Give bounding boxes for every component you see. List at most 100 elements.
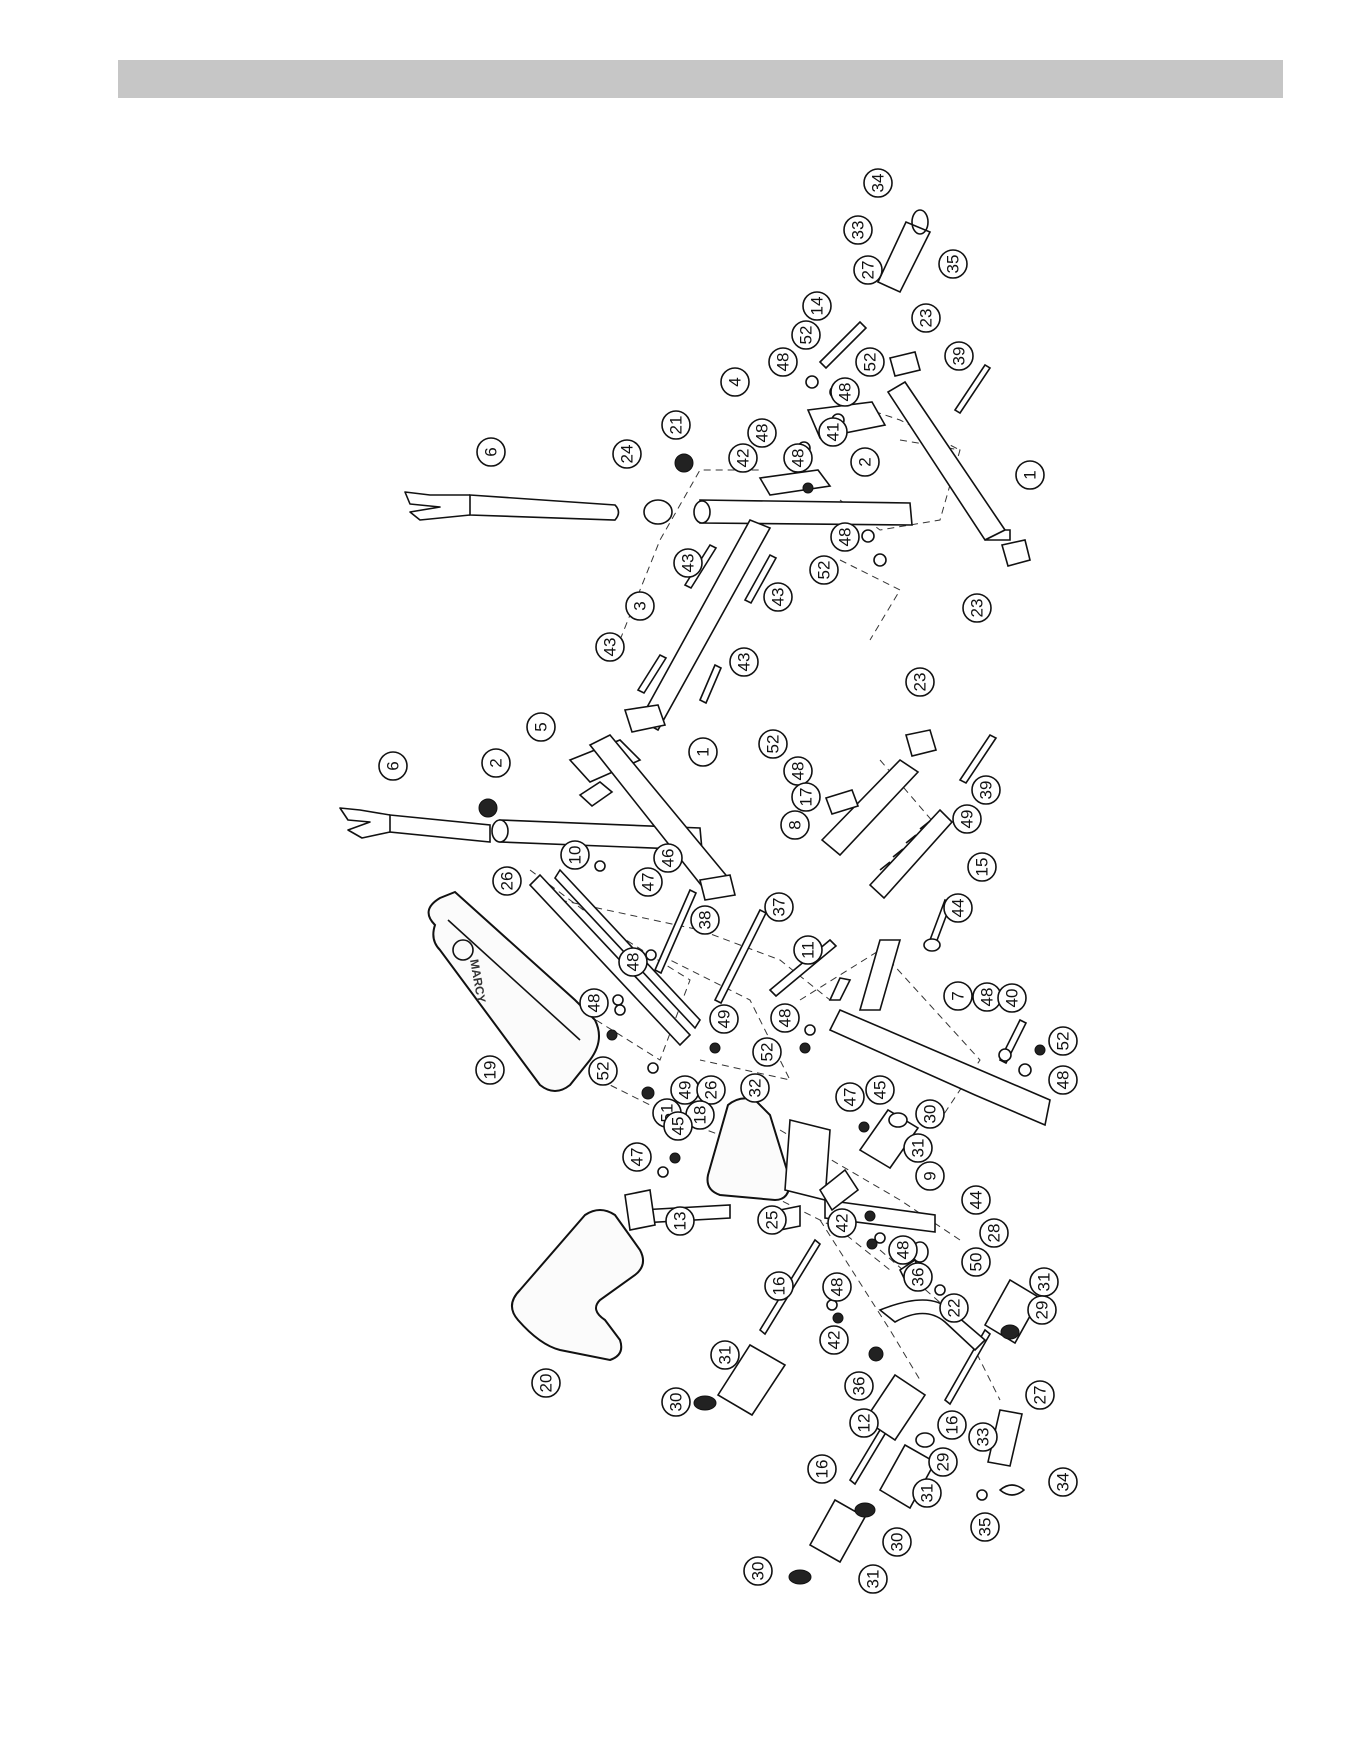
- callout-part-52: 52: [758, 729, 788, 759]
- callout-circle: [728, 443, 758, 473]
- callout-part-21: 21: [661, 410, 691, 440]
- callout-circle: [971, 775, 1001, 805]
- callout-part-30: 30: [743, 1556, 773, 1586]
- callout-part-31: 31: [912, 1478, 942, 1508]
- callout-label: 48: [753, 424, 772, 443]
- callout-part-29: 29: [928, 1447, 958, 1477]
- callout-part-29: 29: [1027, 1295, 1057, 1325]
- callout-part-46: 46: [653, 843, 683, 873]
- callout-part-41: 41: [818, 417, 848, 447]
- callout-part-48: 48: [972, 982, 1002, 1012]
- callout-part-43: 43: [595, 632, 625, 662]
- callout-circle: [492, 866, 522, 896]
- callout-circle: [770, 1003, 800, 1033]
- callout-circle: [911, 303, 941, 333]
- callout-circle: [729, 647, 759, 677]
- callout-part-48: 48: [747, 418, 777, 448]
- callout-part-45: 45: [663, 1111, 693, 1141]
- callout-label: 24: [618, 445, 637, 464]
- callout-part-31: 31: [858, 1564, 888, 1594]
- callout-part-39: 39: [944, 341, 974, 371]
- callout-part-45: 45: [865, 1075, 895, 1105]
- callout-circle: [915, 1099, 945, 1129]
- callout-label: 52: [758, 1043, 777, 1062]
- callout-part-1: 1: [688, 737, 718, 767]
- callout-part-30: 30: [915, 1099, 945, 1129]
- callout-circle: [780, 810, 810, 840]
- callout-circle: [979, 1218, 1009, 1248]
- callout-part-3: 3: [625, 591, 655, 621]
- callout-circle: [710, 1340, 740, 1370]
- callout-label: 52: [764, 735, 783, 754]
- callout-label: 2: [856, 457, 875, 466]
- callout-circle: [758, 729, 788, 759]
- callout-label: 48: [828, 1278, 847, 1297]
- callout-circle: [967, 852, 997, 882]
- callout-circle: [1025, 1380, 1055, 1410]
- callout-part-48: 48: [1048, 1065, 1078, 1095]
- callout-part-43: 43: [729, 647, 759, 677]
- callout-circle: [743, 1556, 773, 1586]
- callout-part-49: 49: [952, 804, 982, 834]
- callout-part-31: 31: [710, 1340, 740, 1370]
- left-subassembly: [339, 729, 1051, 1585]
- callout-label: 40: [1003, 989, 1022, 1008]
- callout-part-11: 11: [793, 935, 823, 965]
- callout-part-40: 40: [997, 983, 1027, 1013]
- callout-circle: [827, 1208, 857, 1238]
- callout-part-35: 35: [938, 249, 968, 279]
- callout-part-49: 49: [670, 1075, 700, 1105]
- callout-label: 29: [934, 1453, 953, 1472]
- callout-circle: [968, 1422, 998, 1452]
- callout-label: 46: [659, 849, 678, 868]
- callout-label: 48: [789, 449, 808, 468]
- callout-label: 45: [669, 1117, 688, 1136]
- callout-label: 9: [921, 1171, 940, 1180]
- callout-circle: [830, 377, 860, 407]
- callout-part-49: 49: [709, 1004, 739, 1034]
- callout-label: 44: [949, 899, 968, 918]
- callout-label: 48: [894, 1241, 913, 1260]
- callout-label: 34: [1054, 1473, 1073, 1492]
- callout-label: 52: [797, 326, 816, 345]
- callout-circle: [579, 988, 609, 1018]
- callout-part-33: 33: [843, 215, 873, 245]
- callout-part-52: 52: [791, 320, 821, 350]
- callout-circle: [475, 1055, 505, 1085]
- callout-circle: [1048, 1026, 1078, 1056]
- callout-circle: [858, 1564, 888, 1594]
- callout-part-52: 52: [855, 347, 885, 377]
- callout-part-48: 48: [783, 756, 813, 786]
- callout-part-23: 23: [962, 593, 992, 623]
- callout-part-42: 42: [819, 1325, 849, 1355]
- callout-label: 52: [861, 353, 880, 372]
- callout-circle: [588, 1056, 618, 1086]
- callout-label: 49: [676, 1081, 695, 1100]
- callout-label: 43: [735, 653, 754, 672]
- callout-circle: [653, 843, 683, 873]
- callout-circle: [791, 782, 821, 812]
- callout-part-50: 50: [961, 1247, 991, 1277]
- callout-label: 21: [667, 416, 686, 435]
- callout-label: 30: [921, 1105, 940, 1124]
- callout-label: 18: [691, 1106, 710, 1125]
- callout-label: 28: [985, 1224, 1004, 1243]
- callout-part-48: 48: [830, 377, 860, 407]
- callout-label: 27: [1031, 1386, 1050, 1405]
- callout-circle: [928, 1447, 958, 1477]
- callout-label: 43: [601, 638, 620, 657]
- callout-part-44: 44: [961, 1185, 991, 1215]
- callout-circle: [849, 1408, 879, 1438]
- callout-label: 35: [944, 255, 963, 274]
- callout-circle: [690, 905, 720, 935]
- callout-part-17: 17: [791, 782, 821, 812]
- callout-part-48: 48: [618, 947, 648, 977]
- callout-circle: [863, 168, 893, 198]
- callout-circle: [618, 947, 648, 977]
- callout-circle: [531, 1368, 561, 1398]
- callout-label: 20: [537, 1374, 556, 1393]
- callout-label: 31: [909, 1139, 928, 1158]
- callout-label: 32: [746, 1079, 765, 1098]
- callout-label: 36: [909, 1268, 928, 1287]
- callout-label: 29: [1033, 1301, 1052, 1320]
